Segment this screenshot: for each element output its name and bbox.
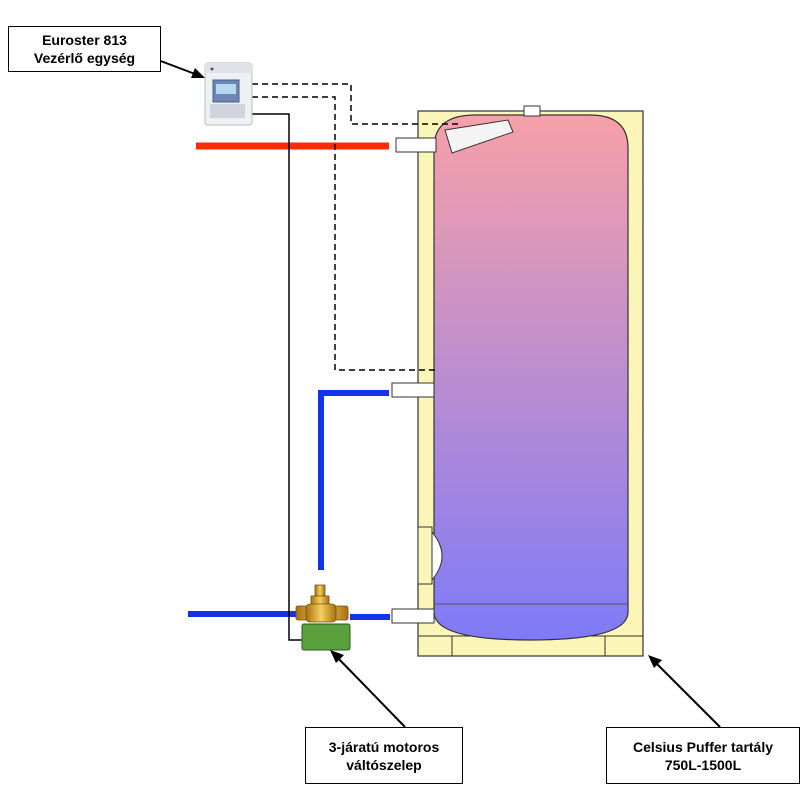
- controller-label-line2: Vezérlő egység: [33, 50, 136, 66]
- middle-inlet-stub: [391, 382, 435, 398]
- hot-outlet-stub: [395, 137, 437, 153]
- three-way-valve-icon: [295, 584, 351, 651]
- valve-actuator: [301, 623, 351, 651]
- bottom-inlet-stub: [391, 608, 435, 624]
- tank-inspection-flange: [417, 526, 433, 585]
- valve-control-wire: [252, 113, 304, 641]
- controller-label-line1: Euroster 813: [42, 32, 127, 48]
- arrow-controller-head: [191, 68, 205, 78]
- tank-label-line1: Celsius Puffer tartály: [632, 738, 774, 755]
- label-controller: Euroster 813 Vezérlő egység: [8, 26, 161, 72]
- tank-label-line2: 750L-1500L: [664, 756, 742, 773]
- valve-label-line2: váltószelep: [346, 756, 422, 773]
- tank-top-port: [523, 105, 541, 117]
- dashed-sensor-wire-lower: [252, 96, 436, 371]
- sensor-sleeve: [444, 119, 514, 154]
- cold-pipes: [188, 390, 390, 620]
- puffer-tank: [391, 105, 644, 657]
- dashed-sensor-wire-upper: [252, 83, 460, 125]
- arrow-valve: [333, 653, 406, 728]
- tank-vessel: [433, 114, 629, 641]
- cold-pipe-middle: [318, 390, 389, 570]
- arrow-tank-head: [648, 655, 662, 668]
- label-tank: Celsius Puffer tartály 750L-1500L: [606, 727, 800, 784]
- tank-inspection-cover: [431, 530, 443, 582]
- label-valve: 3-járatú motoros váltószelep: [305, 727, 463, 784]
- valve-label-line1: 3-járatú motoros: [328, 738, 440, 755]
- pointer-arrows: [157, 59, 721, 728]
- arrow-valve-head: [330, 650, 344, 663]
- control-wiring: [252, 83, 460, 641]
- arrow-tank: [651, 658, 721, 728]
- controller-device-icon: [204, 62, 253, 126]
